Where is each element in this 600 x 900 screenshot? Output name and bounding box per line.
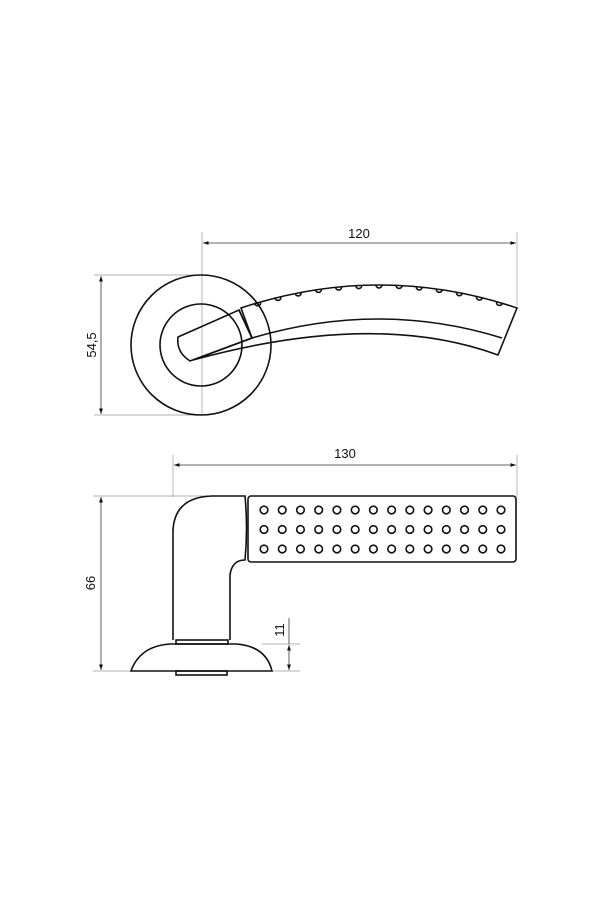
- grip-dot: [295, 505, 306, 515]
- grip-dot: [387, 505, 397, 515]
- edge-dot: [495, 302, 504, 307]
- grip-dot: [441, 505, 451, 515]
- edge-dot: [455, 292, 464, 297]
- handle-neck: [172, 495, 248, 640]
- grip-dot: [368, 524, 378, 535]
- edge-dot: [294, 292, 302, 297]
- grip-dot: [314, 524, 324, 535]
- grip-dot: [405, 544, 415, 554]
- grip-dot: [423, 544, 433, 554]
- grip-dot: [332, 505, 342, 515]
- grip-dot: [295, 544, 306, 554]
- grip-dot: [277, 544, 287, 554]
- grip-dot: [496, 544, 506, 554]
- grip-dot: [332, 544, 342, 554]
- rose-inner: [159, 303, 243, 387]
- rose-bottom: [175, 670, 228, 676]
- edge-dot: [314, 289, 323, 294]
- grip-dot: [259, 505, 269, 515]
- dimension-label-66: 66: [83, 576, 98, 590]
- grip-dot: [496, 524, 506, 535]
- grip-dot: [423, 505, 433, 515]
- grip-dot: [423, 524, 433, 535]
- grip-dot: [368, 505, 378, 515]
- grip-dot: [295, 524, 306, 535]
- grip-dot: [478, 544, 488, 554]
- grip-dot: [277, 505, 287, 515]
- edge-dot: [435, 289, 444, 294]
- grip-dot: [478, 505, 488, 515]
- edge-dot: [395, 285, 403, 290]
- dimension-label-120: 120: [348, 226, 370, 241]
- side-view: 130 66 11: [83, 446, 518, 676]
- lever-grip-side: [247, 495, 517, 563]
- top-view: 120 54,5: [84, 226, 519, 416]
- grip-dot: [459, 505, 470, 515]
- grip-dot: [350, 505, 360, 515]
- grip-dot-grid: [259, 505, 506, 554]
- edge-dot: [334, 286, 343, 291]
- grip-dot: [405, 505, 415, 515]
- edge-dot: [375, 284, 383, 289]
- edge-dot: [274, 297, 282, 302]
- grip-dot: [259, 524, 269, 535]
- grip-dot: [405, 524, 415, 535]
- grip-dot: [441, 544, 451, 554]
- grip-dot: [314, 544, 324, 554]
- grip-dot: [459, 524, 470, 535]
- top-edge-dots: [253, 284, 504, 307]
- grip-dot: [368, 544, 378, 554]
- grip-dot: [332, 524, 342, 535]
- grip-dot: [387, 544, 397, 554]
- rose-base: [129, 643, 274, 672]
- grip-dot: [277, 524, 287, 535]
- grip-dot: [496, 505, 506, 515]
- dimension-label-54-5: 54,5: [84, 332, 99, 357]
- edge-dot: [253, 302, 262, 307]
- grip-dot: [259, 544, 269, 554]
- lever-grip: [192, 284, 519, 361]
- grip-dot: [387, 524, 397, 535]
- grip-dot: [314, 505, 324, 515]
- edge-dot: [354, 285, 363, 290]
- dimension-label-11: 11: [272, 623, 287, 637]
- grip-dot: [459, 544, 470, 554]
- grip-dot: [350, 544, 360, 554]
- dimension-label-130: 130: [334, 446, 356, 461]
- grip-dot: [441, 524, 451, 535]
- grip-dot: [478, 524, 488, 535]
- edge-dot: [415, 286, 424, 291]
- edge-dot: [475, 296, 484, 301]
- rose-outer: [130, 274, 272, 416]
- grip-dot: [350, 524, 360, 535]
